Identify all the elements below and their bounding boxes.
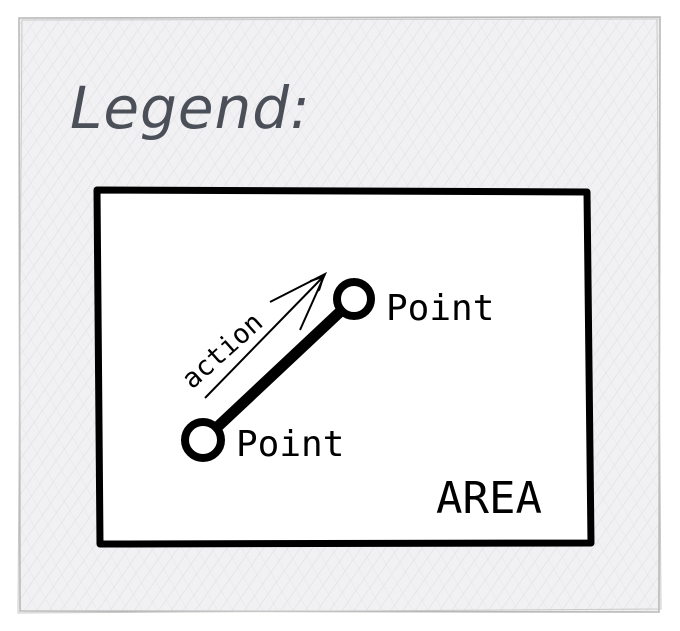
action-arrow — [204, 271, 328, 399]
legend-title: Legend: — [70, 74, 311, 142]
point-connector-line — [206, 304, 348, 438]
area-label: AREA — [436, 473, 542, 524]
point-circle-lower — [181, 418, 225, 462]
area-box — [93, 186, 595, 548]
point-label-lower: Point — [236, 424, 344, 465]
point-label-upper: Point — [386, 288, 494, 329]
point-circle-upper — [333, 278, 375, 320]
